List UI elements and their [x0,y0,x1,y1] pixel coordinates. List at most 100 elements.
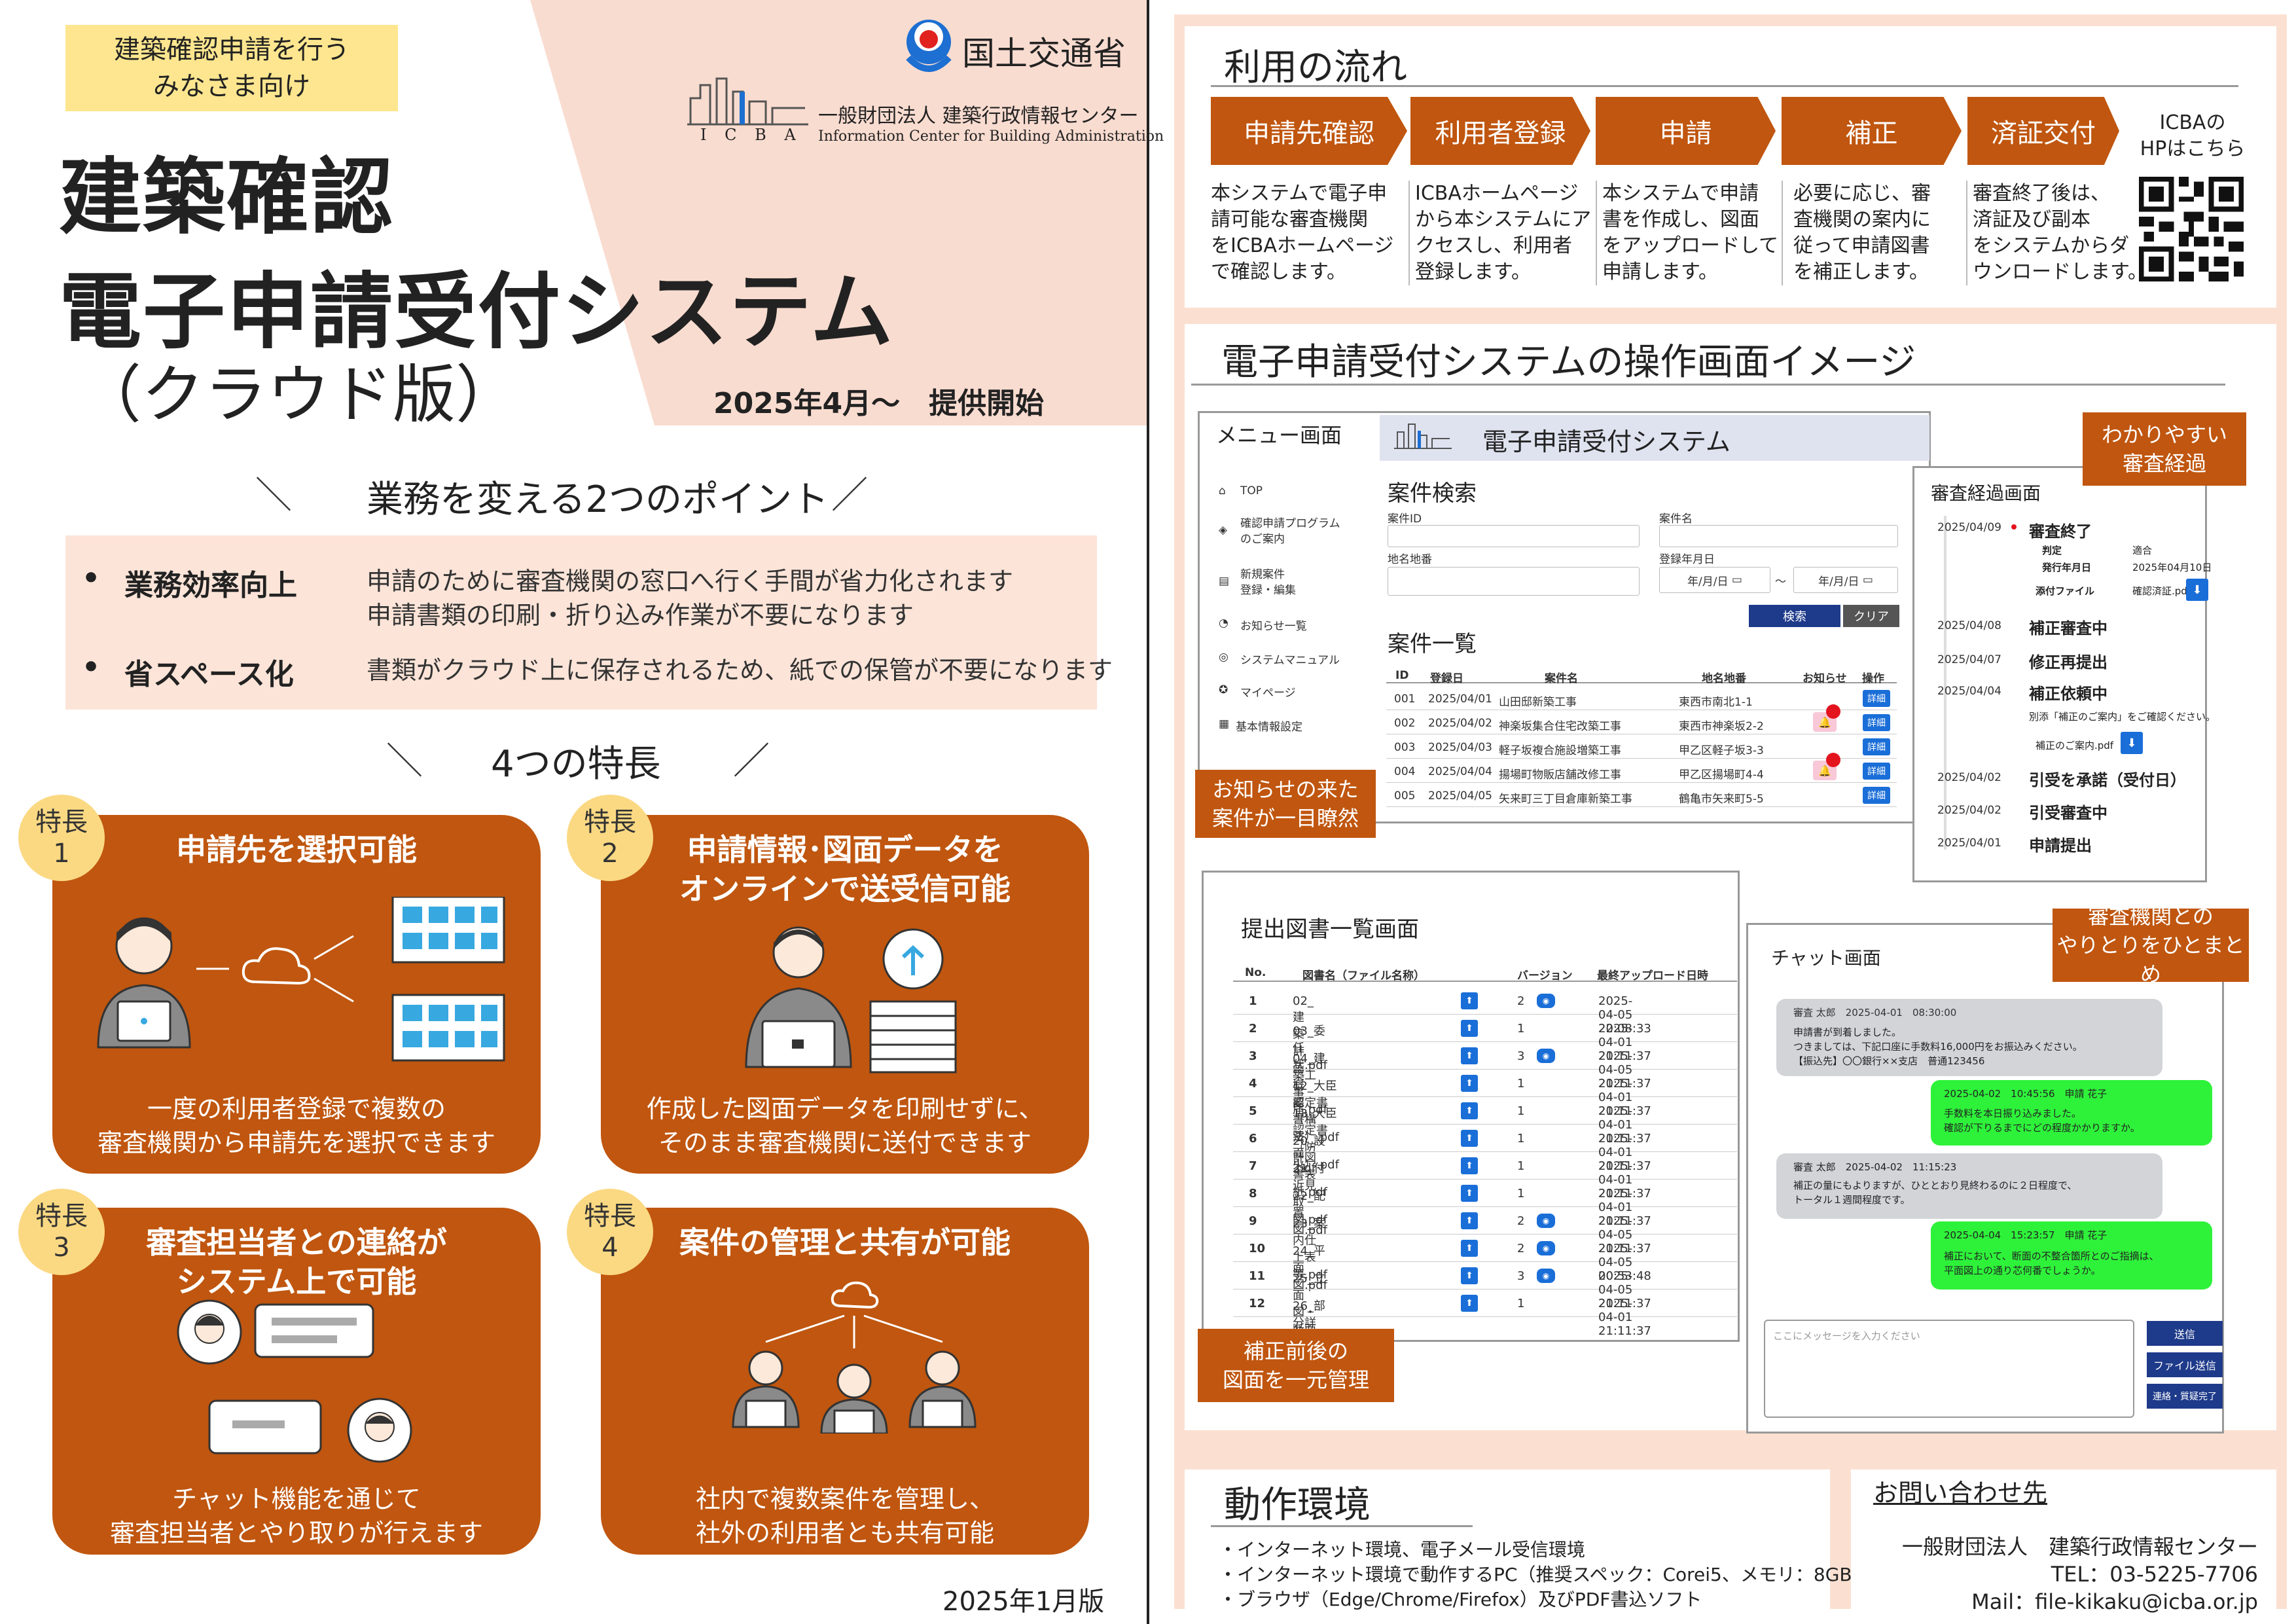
event-date: 2025/04/04 [1937,685,2001,698]
table-row[interactable] [1386,783,1897,807]
download-icon[interactable]: ⬆ [1461,1047,1478,1064]
screens-rule [1191,384,2225,386]
callout-chat: 審査機関との やりとりをひとまとめ [2053,904,2249,986]
qr-code-icon[interactable] [2139,177,2244,284]
download-icon[interactable]: ⬆ [1461,1240,1478,1257]
download-icon[interactable]: ⬆ [1461,1185,1478,1202]
table-row[interactable] [1233,987,1737,1015]
doc-name: 12_大臣認定書（構法）.pdf [1293,1079,1339,1144]
detail-button[interactable]: 詳細 [1863,738,1890,755]
table-row[interactable] [1233,1070,1737,1097]
cell-addr: 甲乙区軽子坂3-3 [1679,744,1764,757]
table-row[interactable] [1233,1152,1737,1180]
detail-button[interactable]: 詳細 [1863,787,1890,804]
contact-mail[interactable]: Mail：file-kikaku@icba.or.jp [1971,1589,2258,1614]
chat-file-send-button[interactable]: ファイル送信 [2147,1352,2223,1377]
menu-item-program[interactable]: 確認申請プログラム のご案内 [1240,517,1340,546]
doc-no: 10 [1249,1242,1266,1255]
table-row[interactable] [1386,759,1897,783]
feature-card-2 [601,815,1089,1174]
detail-label: 発行年月日 [2042,562,2092,573]
detail-button[interactable]: 詳細 [1863,763,1890,780]
bell-icon[interactable]: 🔔 [1813,761,1837,780]
doc-updated: 2025-04-05 22:08:33 [1598,994,1651,1036]
menu-item-notice[interactable]: お知らせ一覧 [1240,620,1307,633]
version-view-icon[interactable]: ◉ [1537,1241,1555,1255]
download-icon[interactable]: ⬇ [2186,579,2208,601]
table-row[interactable] [1233,1125,1737,1152]
doc-version: 2 [1517,994,1525,1008]
doc-version: 1 [1517,1187,1525,1200]
flow-separator [1966,181,1967,285]
cell-name: 山田邸新築工事 [1499,696,1577,709]
download-icon[interactable]: ⬆ [1461,1212,1478,1229]
doc-no: 4 [1249,1077,1257,1091]
search-addr-input[interactable] [1388,567,1640,596]
table-row[interactable] [1386,686,1897,710]
table-row[interactable] [1233,1235,1737,1262]
menu-item-top[interactable]: TOP [1240,484,1263,497]
menu-item-manual[interactable]: システムマニュアル [1240,654,1340,667]
table-row[interactable] [1386,710,1897,734]
date-from-input[interactable]: 年/月/日 ▭ [1659,567,1770,593]
download-icon[interactable]: ⬆ [1461,1075,1478,1092]
version-view-icon[interactable]: ◉ [1537,1049,1555,1063]
table-row[interactable] [1386,734,1897,759]
hp-link-label[interactable]: ICBAの HPはこちら [2140,111,2246,160]
table-row[interactable] [1233,1262,1737,1290]
cell-addr: 甲乙区揚場町4-4 [1679,768,1764,782]
chat-complete-button[interactable]: 連絡・質疑完了 [2147,1384,2223,1409]
table-row[interactable] [1233,1180,1737,1207]
download-icon[interactable]: ⬆ [1461,1102,1478,1119]
audience-tag: 建築確認申請を行う みなさま向け [65,25,398,111]
menu-icon-new: ▤ [1219,575,1230,588]
download-icon[interactable]: ⬇ [2121,732,2143,754]
contact-org: 一般財団法人 建築行政情報センター [1901,1534,2258,1559]
cell-id: 003 [1394,741,1416,754]
detail-button[interactable]: 詳細 [1863,690,1890,707]
menu-item-new[interactable]: 新規案件 登録・編集 [1240,568,1296,597]
icba-logo-small-icon [1394,419,1453,461]
doc-name: 20_設計図書表紙.pdf [1293,1134,1327,1199]
download-icon[interactable]: ⬆ [1461,1267,1478,1284]
table-row[interactable] [1233,1015,1737,1042]
cell-addr: 鶴亀市矢来町5-5 [1679,793,1764,806]
doc-updated: 2025-04-05 21:11:37 [1598,1049,1651,1091]
chat-people-icon [170,1299,432,1466]
title-line-1: 建築確認 [59,149,394,245]
download-icon[interactable]: ⬆ [1461,992,1478,1009]
version-view-icon[interactable]: ◉ [1537,1214,1555,1228]
doc-no: 2 [1249,1022,1257,1036]
menu-item-settings[interactable]: 基本情報設定 [1236,721,1302,734]
search-name-input[interactable] [1659,525,1898,547]
search-title: 案件検索 [1388,480,1477,507]
version-view-icon[interactable]: ◉ [1537,1269,1555,1283]
table-row[interactable] [1233,1207,1737,1235]
download-icon[interactable]: ⬆ [1461,1157,1478,1174]
date-to-input[interactable]: 年/月/日 ▭ [1793,567,1898,593]
download-icon[interactable]: ⬆ [1461,1020,1478,1037]
download-icon[interactable]: ⬆ [1461,1295,1478,1312]
table-row[interactable] [1233,1042,1737,1070]
download-icon[interactable]: ⬆ [1461,1130,1478,1147]
cell-date: 2025/04/05 [1428,789,1492,803]
contact-panel [1851,1470,2276,1619]
chat-send-button[interactable]: 送信 [2147,1321,2223,1346]
table-row[interactable] [1233,1290,1737,1317]
version-view-icon[interactable]: ◉ [1537,994,1555,1008]
clear-button[interactable]: クリア [1843,605,1899,627]
doc-no: 9 [1249,1214,1257,1228]
cell-date: 2025/04/03 [1428,741,1492,754]
menu-item-mypage[interactable]: マイページ [1240,687,1296,700]
point-bullet: • [82,651,101,684]
flow-step-5: 済証交付 [1967,97,2119,165]
search-id-input[interactable] [1388,525,1640,547]
detail-button[interactable]: 詳細 [1863,714,1890,731]
chat-message-input[interactable]: ここにメッセージを入力ください [1764,1320,2134,1418]
table-row[interactable] [1233,1097,1737,1125]
event-label: 修正再提出 [2029,653,2108,672]
search-button[interactable]: 検索 [1749,605,1840,627]
cell-addr: 東西市南北1-1 [1679,696,1753,709]
org-name: 一般財団法人 建築行政情報センター [818,105,1139,128]
